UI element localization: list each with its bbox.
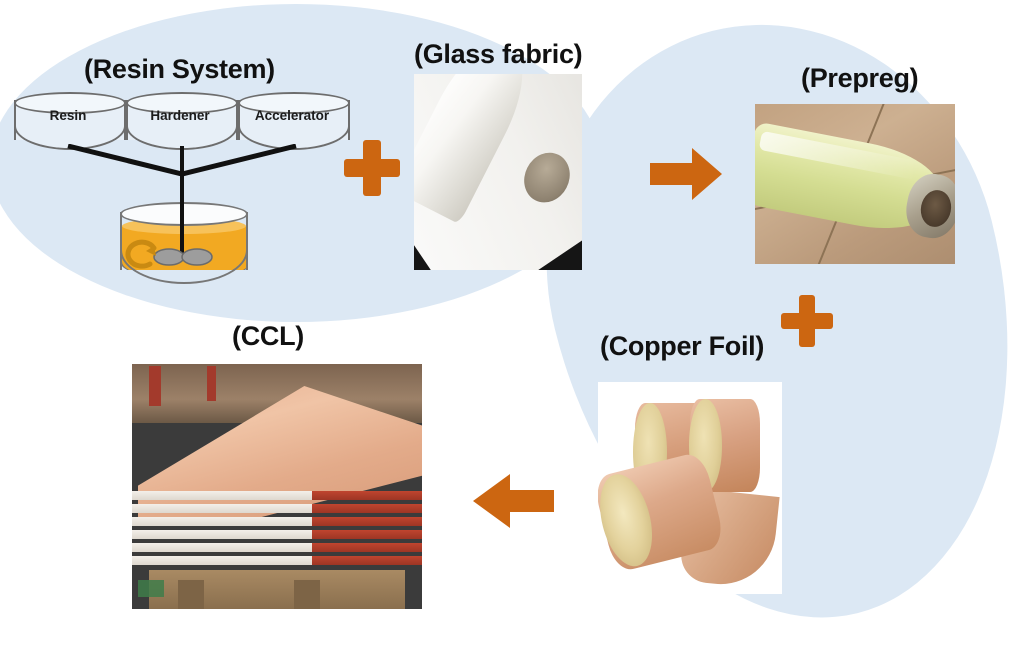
resin-cylinder-label: Resin: [49, 108, 87, 123]
layer-edge: [311, 543, 422, 553]
accelerator-cylinder: Accelerator: [238, 92, 350, 150]
layer-edge: [311, 491, 422, 501]
pallet-leg: [294, 579, 321, 609]
pallet-leg: [178, 579, 205, 609]
layer-edge: [311, 556, 422, 566]
layer-edge: [311, 504, 422, 514]
copper-foil-photo: [598, 382, 782, 594]
layer-core: [132, 556, 341, 566]
ccl-photo: [132, 364, 422, 609]
background-post: [207, 366, 217, 401]
layer-core: [132, 543, 341, 553]
laminate-layer: [132, 491, 422, 501]
laminate-layer: [132, 543, 422, 553]
layer-edge: [311, 517, 422, 527]
laminate-layer: [132, 504, 422, 514]
ccl-caption: (CCL): [232, 321, 304, 351]
layer-core: [132, 504, 341, 514]
cylinder-top: [238, 92, 350, 114]
layer-core: [132, 491, 341, 501]
mixing-vessel: [120, 202, 248, 284]
layer-core: [132, 517, 341, 527]
glass-fabric-caption: (Glass fabric): [414, 39, 583, 69]
laminate-layer: [132, 517, 422, 527]
cylinder-top: [14, 92, 126, 114]
layer-edge: [311, 530, 422, 540]
prepreg-photo: [755, 104, 955, 264]
arrow-to-ccl-icon: [470, 470, 556, 532]
glass-fabric-photo: [414, 74, 582, 270]
hardener-cylinder: Hardener: [126, 92, 238, 150]
resin-cylinder: Resin: [14, 92, 126, 150]
laminate-stack: [132, 491, 422, 599]
resin-system-diagram: Resin Hardener Accelerator: [10, 92, 355, 284]
laminate-layer: [132, 556, 422, 566]
prepreg-caption: (Prepreg): [801, 63, 919, 93]
layer-core: [132, 530, 341, 540]
background-post: [149, 366, 161, 406]
pallet-label: [137, 579, 164, 597]
plus-resin-glass-icon: [344, 140, 400, 196]
accelerator-cylinder-label: Accelerator: [254, 108, 330, 123]
laminate-layer: [132, 530, 422, 540]
hardener-cylinder-label: Hardener: [150, 108, 210, 123]
plus-bar-vertical: [363, 140, 381, 196]
stirrer-icon: [125, 202, 213, 269]
resin-system-caption: (Resin System): [84, 54, 275, 84]
cylinder-top: [126, 92, 238, 114]
plus-bar-vertical: [798, 295, 816, 347]
copper-foil-caption: (Copper Foil): [600, 331, 765, 361]
plus-prepreg-copper-icon: [781, 295, 833, 347]
arrow-to-prepreg-icon: [648, 145, 724, 203]
